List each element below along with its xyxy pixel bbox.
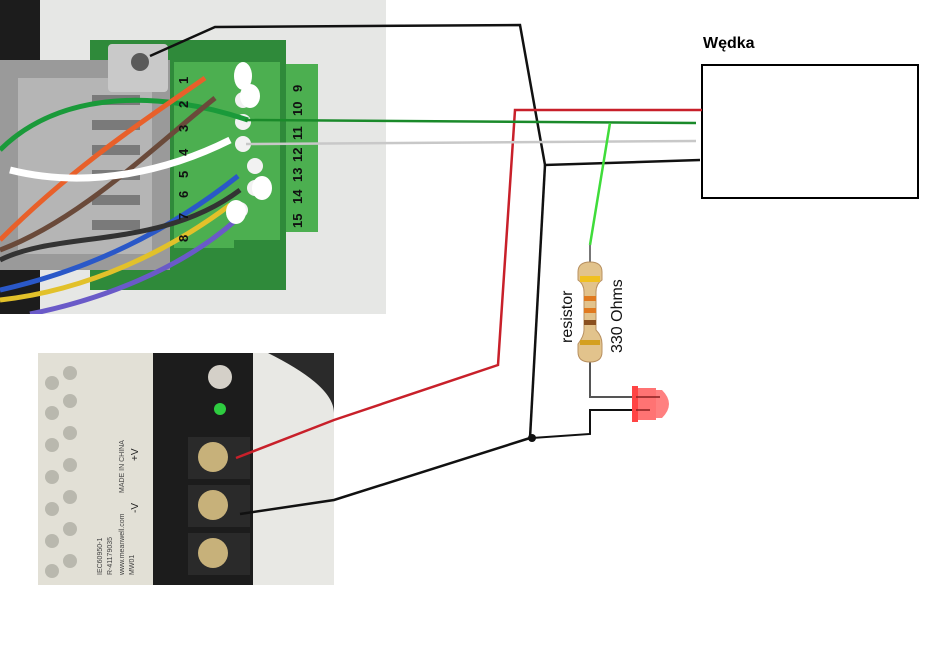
terminal-number: 15 — [290, 214, 305, 228]
psu-minus-label: -V — [130, 503, 141, 513]
resistor-value-label: 330 Ohms — [609, 279, 626, 353]
power-led-green — [214, 403, 226, 415]
power-supply-drawing: +V -V MADE IN CHINA R-41179035 IEC60950-… — [38, 353, 334, 585]
resistor-label: resistor — [559, 290, 576, 343]
terminal-number: 3 — [176, 125, 191, 132]
cable-dark — [268, 353, 334, 413]
power-supply-photo: +V -V MADE IN CHINA R-41179035 IEC60950-… — [38, 353, 334, 585]
terminal-number: 1 — [176, 77, 191, 84]
photo-wires — [0, 75, 249, 314]
connector-photo-drawing: 1 2 3 4 5 6 7 8 9 10 11 12 13 14 15 — [0, 0, 386, 314]
light-green-wire — [588, 122, 612, 246]
resistor-led-wire — [589, 360, 636, 398]
psu-text-line: www.meanwell.com — [119, 513, 126, 576]
ferrules — [226, 62, 272, 224]
psu-background-right — [253, 353, 334, 585]
black-wire-vertical — [528, 164, 547, 439]
terminal-number: 11 — [290, 126, 305, 140]
black-wire-led — [531, 409, 636, 439]
terminal-number: 8 — [176, 235, 191, 242]
terminal-block-far — [286, 64, 318, 232]
psu-text-line: R-41179035 — [107, 537, 114, 575]
device-box — [701, 64, 919, 199]
capacitor — [208, 365, 232, 389]
red-led — [632, 386, 669, 422]
psu-text-line: IEC60950-1 — [97, 538, 104, 575]
terminal-number: 10 — [290, 102, 305, 116]
psu-plus-label: +V — [130, 448, 141, 461]
terminal-number: 6 — [176, 191, 191, 198]
gray-wire — [245, 139, 697, 146]
terminal-number: 13 — [290, 168, 305, 182]
black-wire-psu — [239, 436, 531, 516]
terminal-numbers: 1 2 3 4 5 6 7 8 9 10 11 12 13 14 15 — [176, 77, 305, 242]
green-wire — [244, 118, 697, 125]
psu-printed-text: MADE IN CHINA R-41179035 IEC60950-1 www.… — [97, 440, 136, 576]
psu-text-line: MW01 — [129, 555, 136, 575]
terminal-number: 5 — [176, 171, 191, 178]
device-label: Wędka — [703, 35, 755, 52]
terminal-number: 14 — [290, 189, 305, 204]
psu-text-line: MADE IN CHINA — [119, 440, 126, 493]
terminal-number: 7 — [176, 213, 191, 220]
black-wire-top — [149, 23, 701, 167]
terminal-number: 4 — [176, 148, 191, 156]
resistor — [577, 245, 603, 363]
terminal-number: 9 — [290, 85, 305, 92]
red-wire — [235, 108, 702, 460]
terminal-number: 12 — [290, 148, 305, 162]
vent-holes — [45, 366, 77, 578]
psu-screws — [188, 437, 250, 575]
terminal-number: 2 — [176, 101, 191, 108]
mounting-screw — [131, 53, 149, 71]
connector-photo: 1 2 3 4 5 6 7 8 9 10 11 12 13 14 15 — [0, 0, 386, 314]
